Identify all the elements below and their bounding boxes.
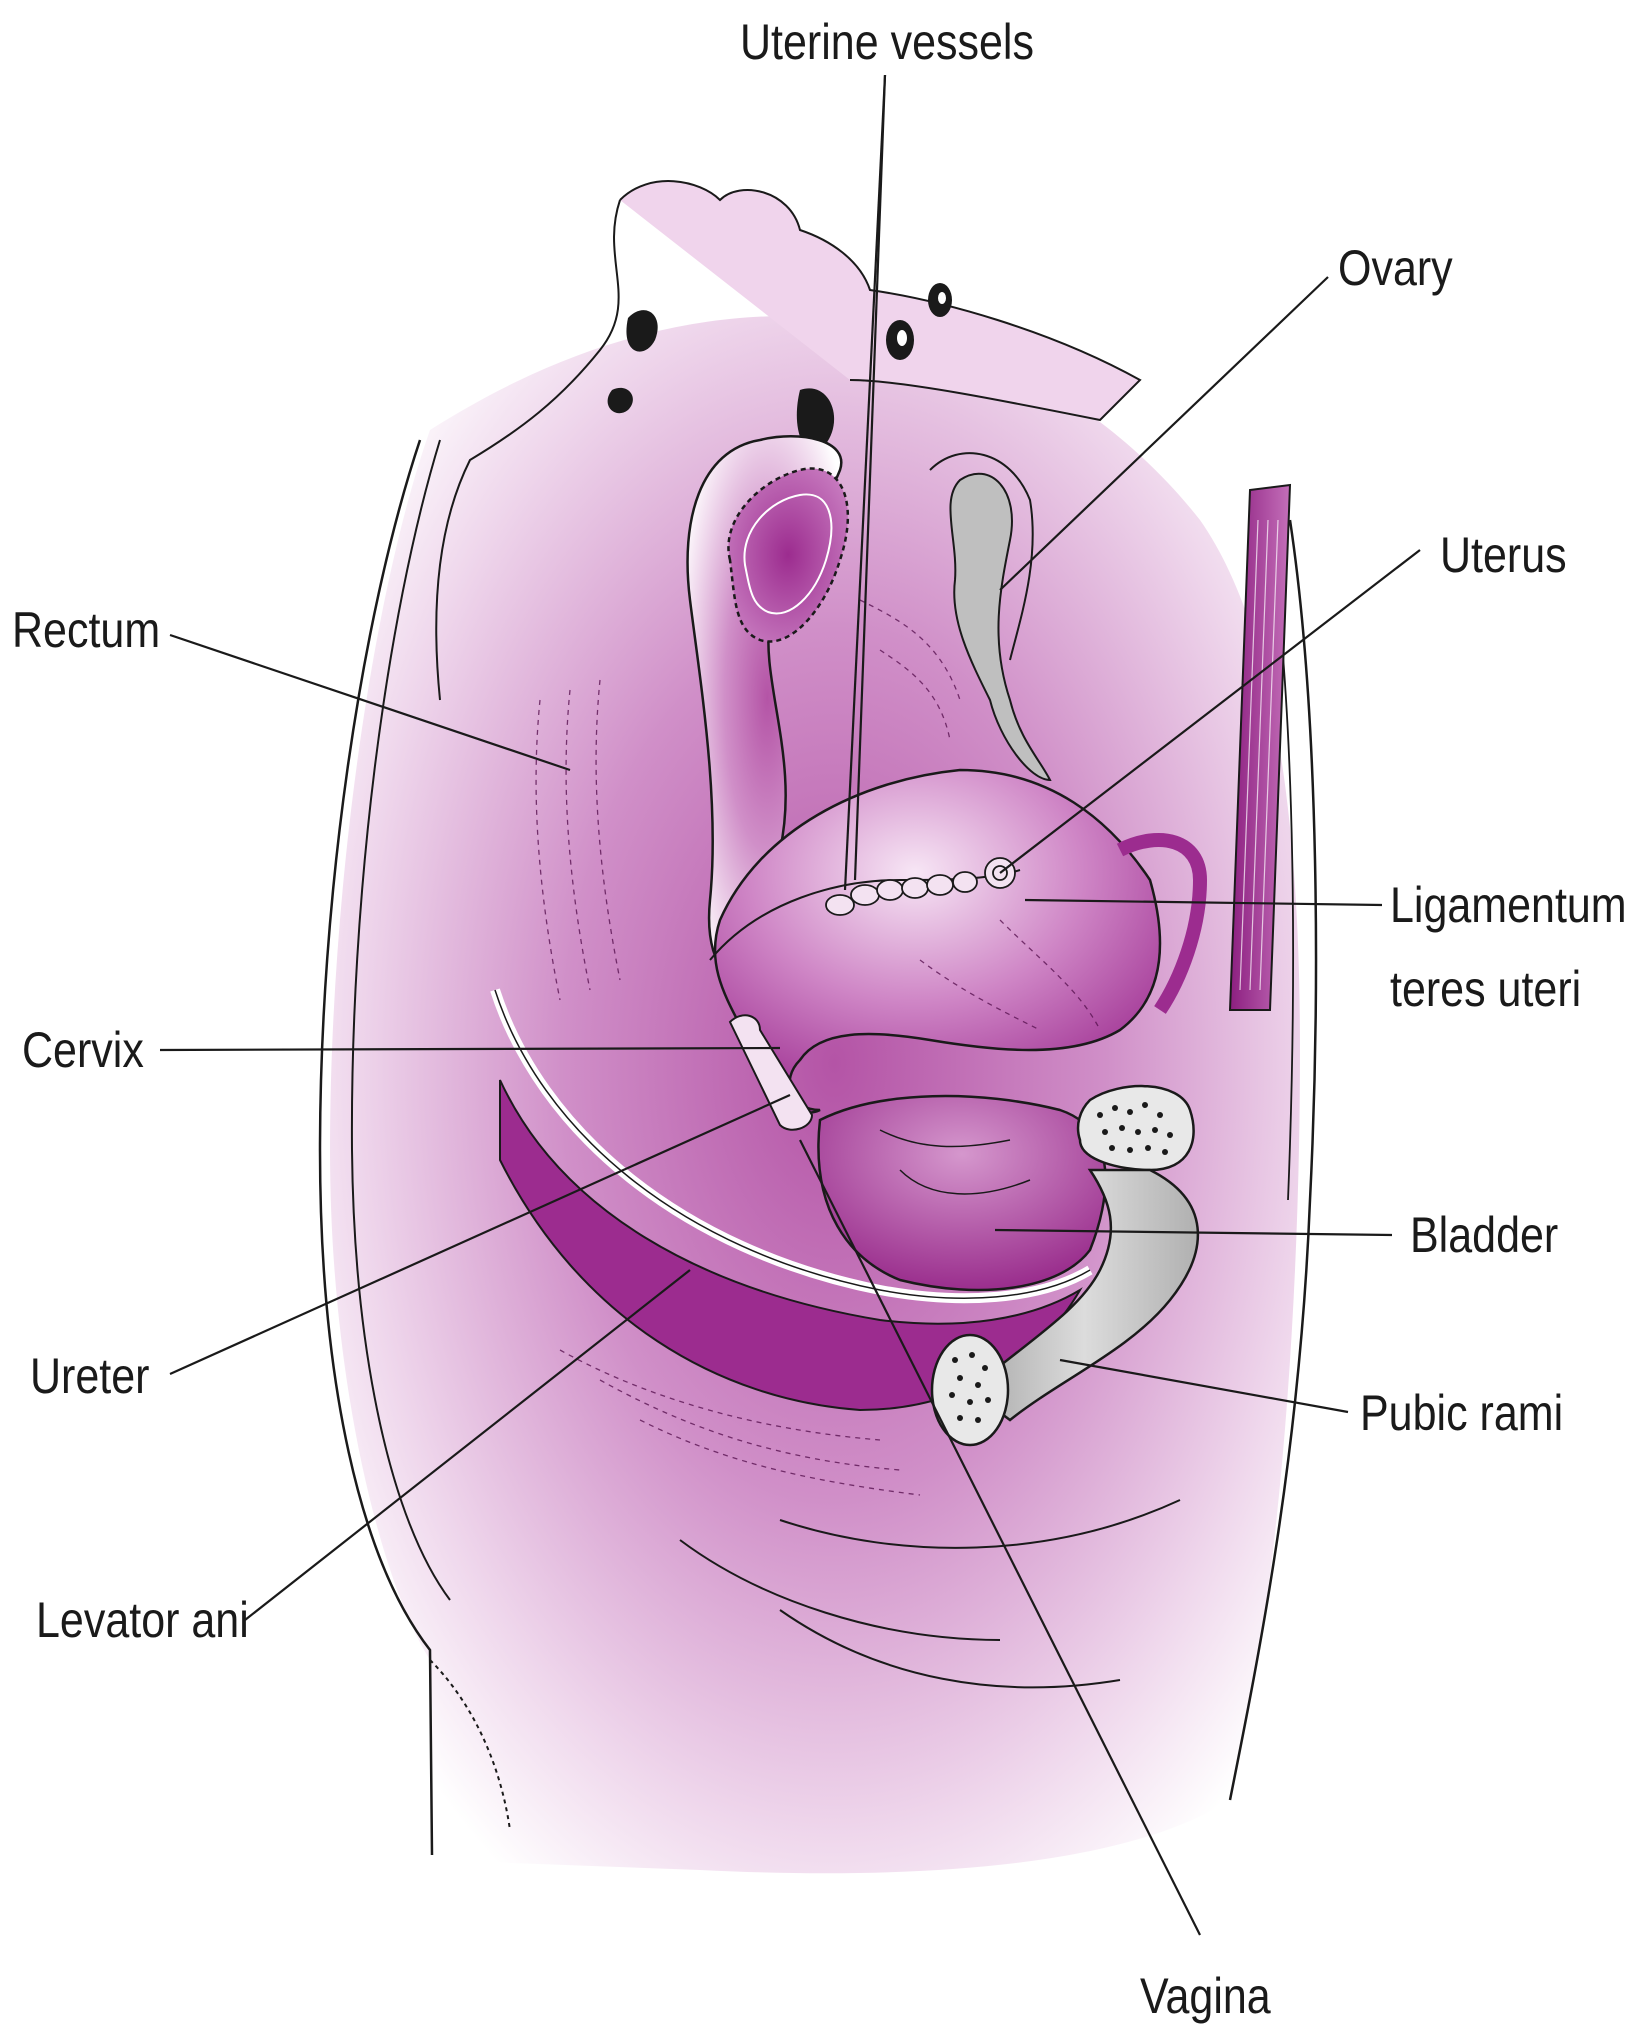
label-vagina: Vagina [1140, 1968, 1271, 2024]
label-uterine-vessels: Uterine vessels [740, 14, 1034, 70]
label-uterus: Uterus [1440, 527, 1567, 583]
label-ureter: Ureter [30, 1348, 149, 1404]
pubic-ramus-upper [1078, 1086, 1194, 1170]
label-ligamentum-line2: teres uteri [1390, 960, 1581, 1018]
label-bladder: Bladder [1410, 1207, 1558, 1263]
label-cervix: Cervix [22, 1022, 144, 1078]
label-pubic-rami: Pubic rami [1360, 1385, 1563, 1441]
label-ovary: Ovary [1338, 240, 1453, 296]
label-levator-ani: Levator ani [36, 1592, 249, 1648]
label-ligamentum-line1: Ligamentum [1390, 876, 1627, 934]
label-rectum: Rectum [12, 602, 160, 658]
pubic-ramus-lower [932, 1335, 1008, 1445]
